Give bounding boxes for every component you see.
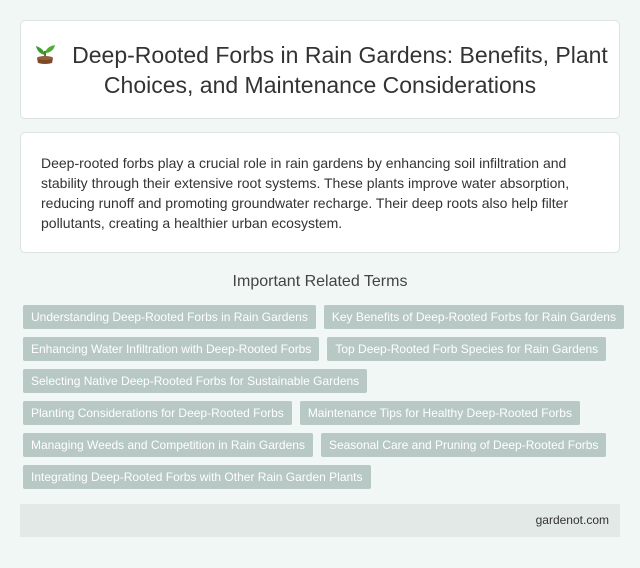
- page-title-text: Deep-Rooted Forbs in Rain Gardens: Benef…: [72, 41, 608, 98]
- tag-row: Understanding Deep-Rooted Forbs in Rain …: [23, 305, 624, 329]
- related-term-tag[interactable]: Managing Weeds and Competition in Rain G…: [23, 433, 313, 457]
- related-term-tag[interactable]: Enhancing Water Infiltration with Deep-R…: [23, 337, 320, 361]
- related-term-tag[interactable]: Planting Considerations for Deep-Rooted …: [23, 401, 292, 425]
- footer: gardenot.com: [20, 504, 620, 537]
- page-title: Deep-Rooted Forbs in Rain Gardens: Benef…: [21, 40, 619, 100]
- related-terms-heading: Important Related Terms: [232, 273, 408, 290]
- description-card: Deep-rooted forbs play a crucial role in…: [20, 132, 620, 253]
- tag-row: Planting Considerations for Deep-Rooted …: [23, 401, 619, 425]
- related-term-tag[interactable]: Key Benefits of Deep-Rooted Forbs for Ra…: [323, 305, 624, 329]
- related-term-tag[interactable]: Understanding Deep-Rooted Forbs in Rain …: [23, 305, 316, 329]
- related-term-tag[interactable]: Seasonal Care and Pruning of Deep-Rooted…: [320, 433, 607, 457]
- tag-row: Integrating Deep-Rooted Forbs with Other…: [23, 465, 619, 489]
- description-text: Deep-rooted forbs play a crucial role in…: [41, 155, 570, 231]
- related-terms-list: Understanding Deep-Rooted Forbs in Rain …: [23, 305, 624, 497]
- related-term-tag[interactable]: Top Deep-Rooted Forb Species for Rain Ga…: [327, 337, 607, 361]
- title-card: Deep-Rooted Forbs in Rain Gardens: Benef…: [20, 20, 620, 119]
- related-term-tag[interactable]: Integrating Deep-Rooted Forbs with Other…: [23, 465, 371, 489]
- footer-site-link[interactable]: gardenot.com: [535, 513, 609, 527]
- related-term-tag[interactable]: Selecting Native Deep-Rooted Forbs for S…: [23, 369, 368, 393]
- tag-row: Managing Weeds and Competition in Rain G…: [23, 433, 619, 457]
- tag-row: Enhancing Water Infiltration with Deep-R…: [23, 337, 619, 361]
- related-term-tag[interactable]: Maintenance Tips for Healthy Deep-Rooted…: [299, 401, 580, 425]
- tag-row: Selecting Native Deep-Rooted Forbs for S…: [23, 369, 619, 393]
- seedling-icon: [36, 44, 56, 64]
